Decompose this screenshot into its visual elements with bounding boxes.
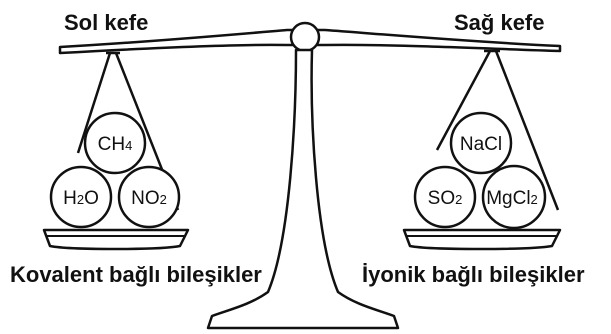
molecule-ch4-label: CH: [98, 134, 125, 155]
svg-text:NO2: NO2: [131, 188, 167, 209]
molecule-ball-so2: SO2: [413, 165, 477, 229]
molecule-ball-mgcl2: MgCl2: [481, 164, 547, 230]
molecule-ball-nacl: NaCl: [449, 111, 513, 175]
svg-text:SO2: SO2: [428, 188, 463, 209]
scale-pillar: [206, 48, 400, 330]
right-pan-tray: [402, 228, 562, 251]
molecule-ball-no2: NO2: [117, 165, 181, 229]
svg-text:H2O: H2O: [63, 188, 99, 209]
pivot-knob: [289, 21, 321, 53]
molecule-nacl-label: NaCl: [460, 134, 502, 155]
molecule-ball-h2o: H2O: [49, 165, 113, 229]
right-pan-caption: İyonik bağlı bileşikler: [362, 262, 585, 287]
left-pan-caption: Kovalent bağlı bileşikler: [10, 262, 262, 287]
right-pan-title: Sağ kefe: [454, 10, 545, 35]
svg-text:MgCl2: MgCl2: [486, 188, 538, 209]
right-pan-hanger: [435, 49, 560, 211]
molecule-ball-ch4: CH4: [83, 111, 147, 175]
left-pan-tray: [42, 228, 190, 251]
svg-text:CH4: CH4: [98, 134, 133, 155]
left-pan-title: Sol kefe: [64, 10, 149, 35]
